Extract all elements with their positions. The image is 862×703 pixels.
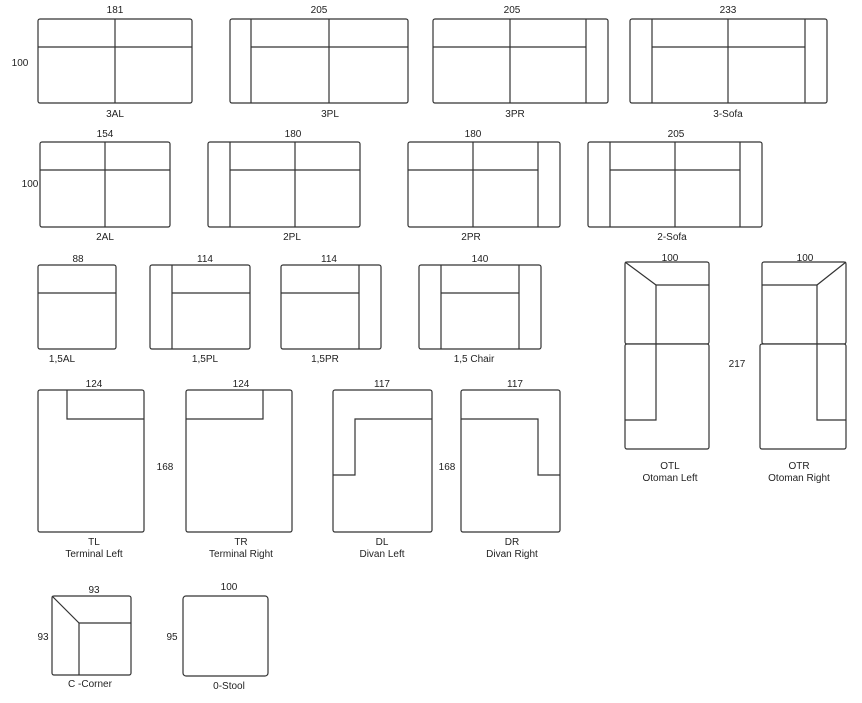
module-label: 0-Stool	[213, 681, 245, 692]
module-DR: 117 168 DR Divan Right	[439, 379, 561, 560]
module-label: 3AL	[106, 109, 124, 120]
module-label: OTL	[660, 461, 680, 472]
module-label: 2PR	[461, 232, 480, 243]
width-label: 205	[668, 129, 685, 140]
module-stool: 100 95 0-Stool	[166, 582, 269, 692]
width-label: 180	[465, 129, 482, 140]
module-2AL: 154 100 2AL	[22, 129, 171, 243]
module-TL: 124 TL Terminal Left	[37, 379, 145, 560]
width-label: 124	[233, 379, 250, 390]
depth-label: 95	[166, 632, 178, 643]
width-label: 180	[285, 129, 302, 140]
module-1-5PL: 114 1,5PL	[149, 254, 251, 365]
module-2PR: 180 2PR	[407, 129, 561, 243]
module-label: TL	[88, 537, 100, 548]
module-sublabel: Divan Right	[486, 549, 538, 560]
module-OTR: 100 217 OTR Otoman Right	[729, 253, 847, 484]
module-label: 2-Sofa	[657, 232, 687, 243]
depth-label: 168	[439, 462, 456, 473]
module-3PL: 205 3PL	[229, 5, 409, 120]
module-label: 2AL	[96, 232, 114, 243]
module-label: 1,5 Chair	[454, 354, 495, 365]
module-sublabel: Otoman Left	[642, 473, 697, 484]
width-label: 181	[107, 5, 124, 16]
width-label: 117	[507, 379, 523, 390]
module-3-sofa: 233 3-Sofa	[629, 5, 828, 120]
module-label: 3-Sofa	[713, 109, 743, 120]
depth-label: 217	[729, 359, 746, 370]
width-label: 100	[797, 253, 814, 264]
width-label: 93	[88, 585, 100, 596]
width-label: 124	[86, 379, 103, 390]
width-label: 100	[221, 582, 238, 593]
width-label: 88	[72, 254, 84, 265]
module-label: 3PL	[321, 109, 339, 120]
module-sublabel: Terminal Left	[65, 549, 122, 560]
width-label: 205	[311, 5, 328, 16]
module-1-5-chair: 140 1,5 Chair	[418, 254, 542, 365]
module-3PR: 205 3PR	[432, 5, 609, 120]
width-label: 114	[321, 254, 337, 265]
module-label: DL	[376, 537, 389, 548]
module-label: 1,5PL	[192, 354, 219, 365]
module-1-5PR: 114 1,5PR	[280, 254, 382, 365]
module-sublabel: Terminal Right	[209, 549, 273, 560]
module-DL: 117 DL Divan Left	[332, 379, 433, 560]
width-label: 117	[374, 379, 390, 390]
depth-label: 168	[157, 462, 174, 473]
module-label: C -Corner	[68, 679, 113, 690]
module-label: DR	[505, 537, 519, 548]
module-2-sofa: 205 2-Sofa	[587, 129, 763, 243]
depth-label: 93	[37, 632, 49, 643]
module-TR: 124 168 TR Terminal Right	[157, 379, 293, 560]
width-label: 100	[662, 253, 679, 264]
module-corner: 93 93 C -Corner	[37, 585, 132, 690]
width-label: 154	[97, 129, 114, 140]
width-label: 233	[720, 5, 737, 16]
module-label: 1,5AL	[49, 354, 76, 365]
width-label: 114	[197, 254, 213, 265]
module-sublabel: Divan Left	[359, 549, 404, 560]
width-label: 140	[472, 254, 489, 265]
module-3AL: 181 100 3AL	[12, 5, 193, 120]
width-label: 205	[504, 5, 521, 16]
module-label: 1,5PR	[311, 354, 339, 365]
module-sublabel: Otoman Right	[768, 473, 830, 484]
module-label: 2PL	[283, 232, 301, 243]
module-2PL: 180 2PL	[207, 129, 361, 243]
module-label: OTR	[788, 461, 809, 472]
module-OTL: 100 OTL Otoman Left	[624, 253, 710, 484]
depth-label: 100	[12, 58, 29, 69]
module-label: TR	[234, 537, 247, 548]
module-1-5AL: 88 1,5AL	[37, 254, 117, 365]
module-label: 3PR	[505, 109, 524, 120]
depth-label: 100	[22, 179, 39, 190]
